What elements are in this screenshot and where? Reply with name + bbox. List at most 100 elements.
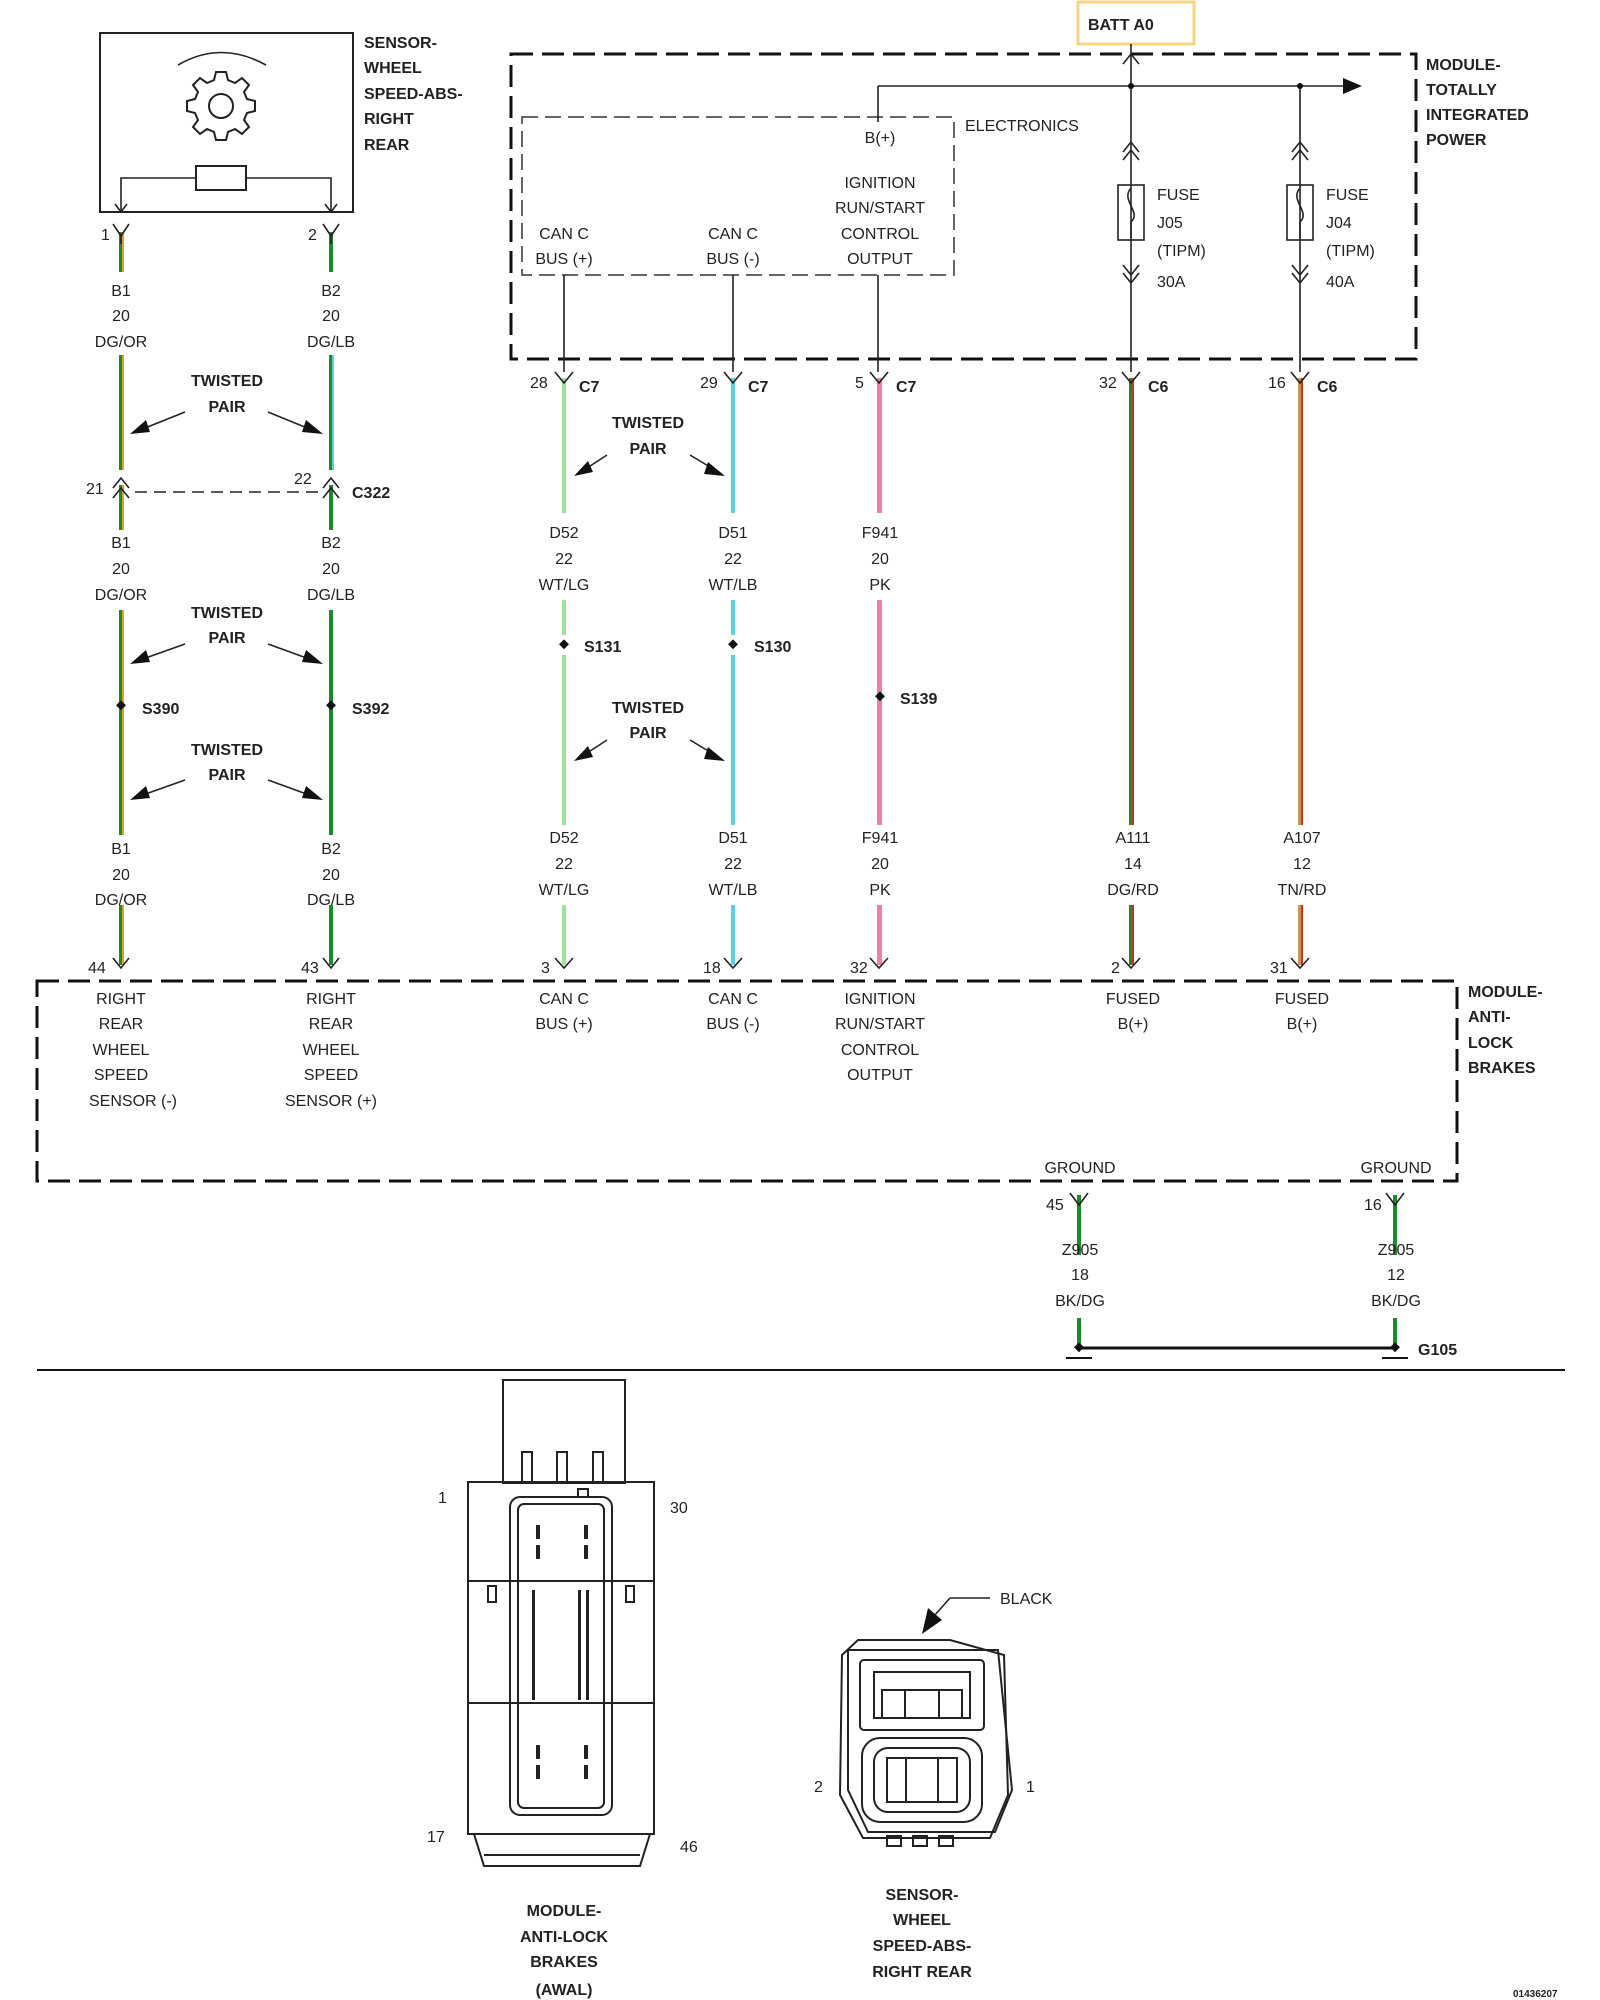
twisted-2-arrow-left [130,650,150,664]
twisted-3-l1: TWISTED [191,742,263,759]
wire-d52-seg1 [562,378,566,513]
abs-ground-2: GROUND [1360,1160,1431,1177]
twisted-5-arrow-right [704,747,725,761]
c322-label: C322 [352,485,390,502]
b1-color-3: DG/OR [95,892,147,909]
d52-gauge-2: 22 [555,856,573,873]
b2-code-1: B2 [321,283,341,300]
twisted-1-arrow-left [130,420,150,434]
arrow-head-tipm [1343,78,1362,94]
b1-gauge-2: 20 [112,561,130,578]
pin-16-top: 16 [1268,375,1286,392]
abs-connector-pins [532,1525,589,1779]
wire-d52-seg2 [562,600,566,635]
abs-ign-l1: IGNITION [844,991,915,1008]
sensor-top-l4: RIGHT [364,111,414,128]
abs-conn-title-2: ANTI-LOCK [520,1929,608,1946]
wire-a111-seg2 [1129,905,1134,965]
a111-color: DG/RD [1107,882,1159,899]
g105-label: G105 [1418,1342,1457,1359]
c6-label-1: C6 [1148,379,1169,396]
abs-can-plus-l1: CAN C [539,991,589,1008]
b1-gauge-1: 20 [112,308,130,325]
junction-dot-1 [1128,83,1134,89]
d52-color-1: WT/LG [539,577,590,594]
s131-label: S131 [584,639,621,656]
twisted-1-l2: PAIR [208,399,245,416]
d52-code-1: D52 [549,525,578,542]
f941-color-1: PK [869,577,891,594]
a111-code: A111 [1116,830,1151,847]
pin-2: 2 [308,227,317,244]
pin-21: 21 [86,481,104,498]
wire-f941-seg3 [877,905,882,965]
wire-b1-seg2 [119,355,123,470]
fuse-j05-l3: (TIPM) [1157,243,1206,260]
twisted-5-l1: TWISTED [612,700,684,717]
wire-f941-seg1 [877,378,882,513]
tipm-module-box [509,52,1418,361]
sensor-internal-lines [120,177,332,212]
s130-label: S130 [754,639,791,656]
d51-gauge-1: 22 [724,551,742,568]
b1-color-2: DG/OR [95,587,147,604]
abs-ign-l3: CONTROL [841,1042,919,1059]
a111-gauge: 14 [1124,856,1142,873]
wire-z905-1 [1077,1195,1081,1255]
pin-18: 18 [703,960,721,977]
abs-rr-minus-l2: REAR [99,1016,143,1033]
pin-32-abs: 32 [850,960,868,977]
pin-44: 44 [88,960,106,977]
z905-1-color: BK/DG [1055,1293,1105,1310]
twisted-5-l2: PAIR [629,725,666,742]
wire-b1-seg3 [119,485,123,530]
abs-fused2-l2: B(+) [1287,1016,1318,1033]
abs-module-box [35,979,1459,1183]
wire-a107-seg1 [1298,378,1303,825]
sensor-conn-title-2: WHEEL [893,1912,951,1929]
ground-splice-2 [1390,1342,1400,1353]
c7-label-1: C7 [579,379,600,396]
can-plus-inner-l1: CAN C [539,226,589,243]
fuse-j05-l4: 30A [1157,274,1186,291]
fuse-j05-symbol [1117,140,1145,285]
pin-43: 43 [301,960,319,977]
b2-gauge-1: 20 [322,308,340,325]
s130-splice [728,639,738,650]
d51-color-1: WT/LB [709,577,758,594]
wire-b2-seg2 [329,355,333,470]
pin-31: 31 [1270,960,1288,977]
black-callout-arrow [922,1608,942,1634]
wire-z905-2b [1393,1318,1397,1348]
pin-3: 3 [541,960,550,977]
d51-gauge-2: 22 [724,856,742,873]
wire-d52-seg3 [562,655,566,825]
pin-1: 1 [101,227,110,244]
wire-d51-seg1 [731,378,735,513]
fuse-j04-l4: 40A [1326,274,1355,291]
f941-gauge-2: 20 [871,856,889,873]
abs-rr-plus-l4: SPEED [304,1067,358,1084]
can-minus-inner-l1: CAN C [708,226,758,243]
can-minus-inner-l2: BUS (-) [706,251,759,268]
ground-splice-1 [1074,1342,1084,1353]
abs-conn-pin-1: 1 [438,1490,447,1507]
c7-label-2: C7 [748,379,769,396]
abs-can-minus-l1: CAN C [708,991,758,1008]
sensor-top-l3: SPEED-ABS- [364,86,463,103]
wire-b1-seg4 [119,610,123,835]
abs-conn-pin-17: 17 [427,1829,445,1846]
sensor-arc [177,51,267,66]
b2-color-3: DG/LB [307,892,355,909]
d51-code-1: D51 [718,525,747,542]
abs-rr-minus-l5: SENSOR (-) [89,1093,177,1110]
pin-marks [112,223,1405,1207]
b1-code-3: B1 [111,841,131,858]
abs-rr-minus-l3: WHEEL [93,1042,150,1059]
ign-inner-l4: OUTPUT [847,251,913,268]
z905-2-color: BK/DG [1371,1293,1421,1310]
abs-conn-pin-46: 46 [680,1839,698,1856]
wire-b2-seg3 [329,485,333,530]
twisted-4-arrow-right [704,462,725,476]
d52-code-2: D52 [549,830,578,847]
